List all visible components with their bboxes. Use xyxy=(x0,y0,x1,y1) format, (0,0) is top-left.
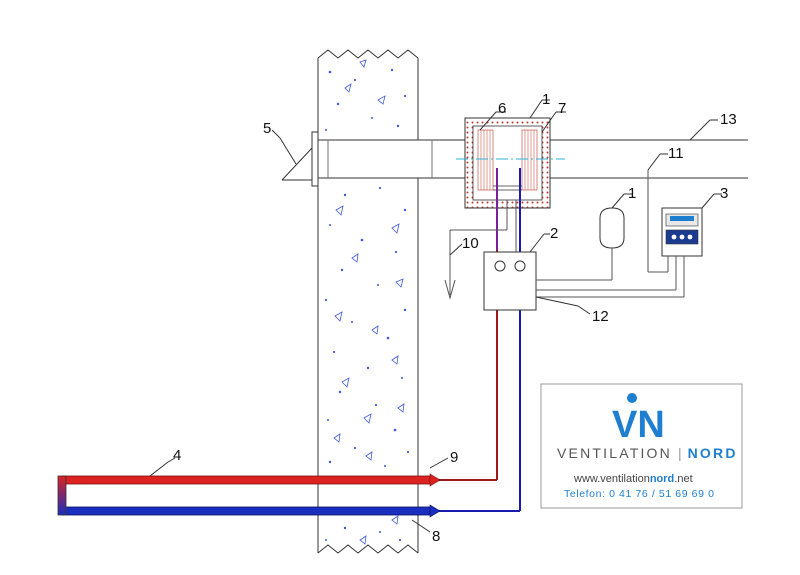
ventilation-duct xyxy=(318,139,748,179)
callout-10: 10 xyxy=(462,235,479,252)
company-logo-box: VN VENTILATION | NORD www.ventilationnor… xyxy=(540,383,743,509)
website-prefix: www.ventilation xyxy=(573,473,650,485)
callout-8: 8 xyxy=(432,528,440,545)
outdoor-air-grille xyxy=(281,131,319,187)
website-suffix: .net xyxy=(674,473,692,485)
wall-aggregate-stones xyxy=(333,59,405,545)
callout-labels: 1 1 2 3 4 5 6 7 8 9 10 11 12 13 xyxy=(173,91,737,545)
brand-right: NORD xyxy=(688,445,738,461)
callout-11: 11 xyxy=(668,145,684,162)
callout-9: 9 xyxy=(450,449,458,466)
heater-supply-return-lines xyxy=(430,168,521,512)
callout-1-tank: 1 xyxy=(628,185,636,202)
callout-13: 13 xyxy=(720,111,737,128)
concrete-wall xyxy=(317,49,419,554)
logo-dot xyxy=(627,393,637,403)
callout-6: 6 xyxy=(498,100,506,117)
duct-temperature-sensor-line xyxy=(647,170,669,273)
floor-heating-pipes xyxy=(57,473,441,518)
expansion-tank xyxy=(536,207,625,281)
brand-wordmark: VENTILATION | NORD xyxy=(557,445,738,462)
phone-number: Telefon: 0 41 76 / 51 69 69 0 xyxy=(564,488,715,500)
callout-5: 5 xyxy=(263,120,271,137)
callout-4: 4 xyxy=(173,447,181,464)
callout-7: 7 xyxy=(558,100,566,117)
logo-mark-text: VN xyxy=(612,404,665,446)
vn-logo-mark: VN xyxy=(612,393,665,446)
duct-water-heater xyxy=(456,117,565,209)
callout-3: 3 xyxy=(720,185,728,202)
callout-1-heater: 1 xyxy=(542,91,550,108)
brand-left: VENTILATION xyxy=(557,445,672,461)
control-valve-box xyxy=(483,251,537,311)
callout-2: 2 xyxy=(550,225,558,242)
room-controller xyxy=(536,207,703,298)
website-bold: nord xyxy=(650,473,674,485)
leader-lines xyxy=(149,99,722,533)
wall-aggregate-speckles xyxy=(324,68,410,542)
brand-sep: | xyxy=(678,445,682,461)
website: www.ventilationnord.net xyxy=(573,473,693,485)
callout-12: 12 xyxy=(592,308,609,325)
